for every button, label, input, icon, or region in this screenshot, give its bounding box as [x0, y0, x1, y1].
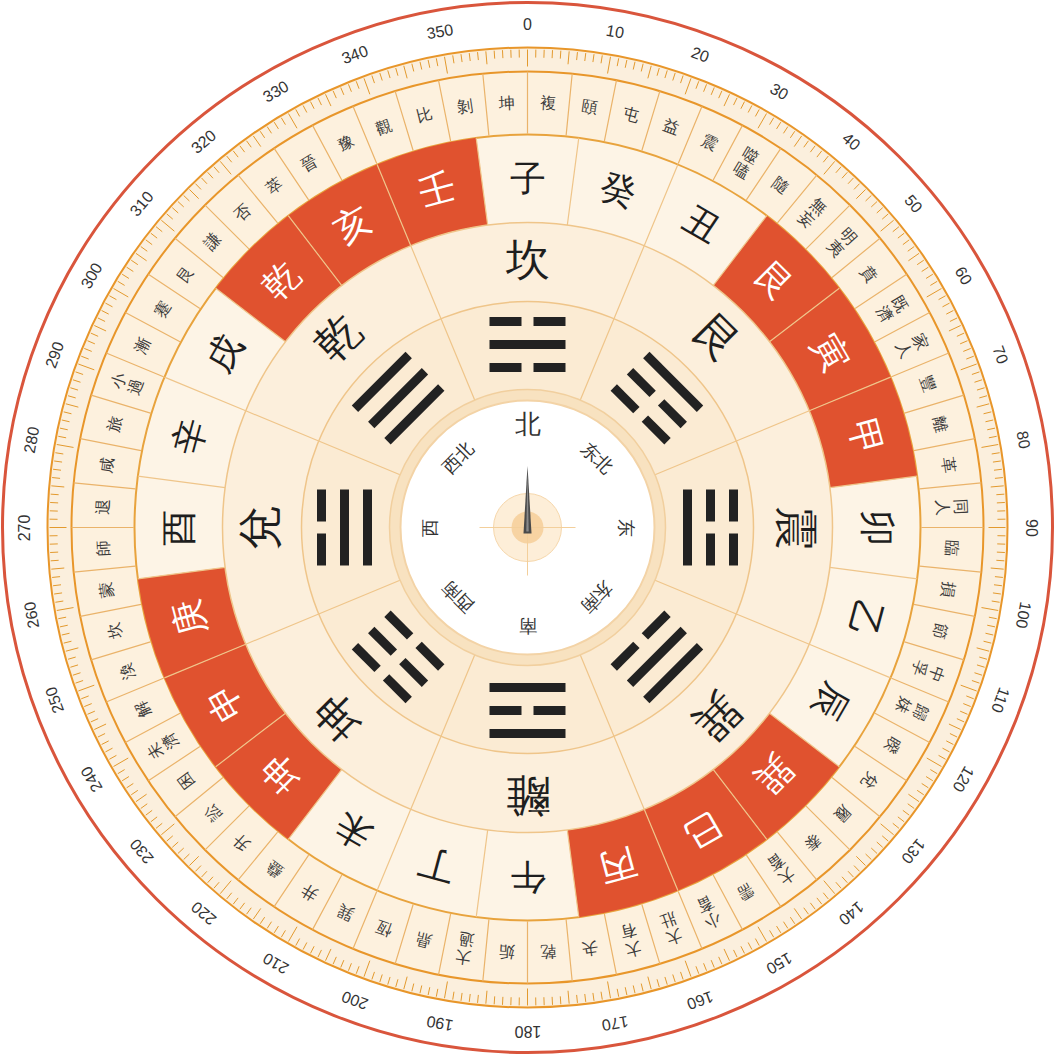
- needle-highlight: [526, 470, 528, 532]
- degree-number: 0: [523, 17, 532, 33]
- trigram-name: 離: [506, 774, 550, 818]
- trigram-symbol: [490, 317, 566, 372]
- hexagram-name: 咸: [97, 456, 117, 474]
- mountain-name: 子: [510, 161, 546, 197]
- solid-line: [490, 729, 566, 738]
- solid-line: [627, 627, 687, 687]
- trigram-symbol: [611, 352, 704, 445]
- hexagram-name: 剝: [456, 97, 474, 117]
- broken-line: [729, 490, 738, 522]
- broken-line: [399, 658, 428, 687]
- hexagram-name: 坤: [498, 94, 515, 112]
- trigram-symbol-ring: [302, 302, 754, 754]
- trigram-name: 震: [774, 506, 818, 550]
- trigram-name-dividers: [246, 246, 810, 810]
- broken-line: [706, 534, 715, 566]
- solid-line: [368, 368, 428, 428]
- solid-line: [490, 340, 566, 349]
- solid-line: [683, 490, 692, 566]
- trigram-symbol: [317, 490, 372, 566]
- broken-line: [383, 674, 412, 703]
- broken-line: [706, 490, 715, 522]
- compass-needle: [524, 466, 532, 534]
- degree-number: 90: [1023, 519, 1039, 537]
- solid-line: [363, 490, 372, 566]
- degree-number: 10: [605, 23, 625, 42]
- hexagram-name: 退: [94, 498, 112, 515]
- inner-band: [390, 390, 666, 666]
- broken-line: [490, 706, 522, 715]
- solid-line: [340, 490, 349, 566]
- broken-line: [534, 706, 566, 715]
- broken-line: [611, 642, 640, 671]
- hexagram-name: 同人: [934, 498, 970, 516]
- hexagram-name: 頤: [581, 97, 599, 117]
- broken-line: [490, 363, 522, 372]
- solid-line: [352, 352, 412, 412]
- broken-line: [317, 490, 326, 522]
- broken-line: [642, 415, 671, 444]
- degree-number: 180: [514, 1023, 541, 1039]
- broken-line: [642, 611, 671, 640]
- direction-label: 南: [519, 617, 537, 635]
- broken-line: [534, 363, 566, 372]
- broken-line: [384, 611, 413, 640]
- broken-line: [627, 368, 656, 397]
- tick-band: [48, 48, 1008, 1008]
- broken-line: [729, 534, 738, 566]
- hexagram-ring: [72, 72, 984, 984]
- solid-line: [384, 384, 444, 444]
- trigram-symbol: [490, 683, 566, 738]
- hexagram-name: 夬: [581, 938, 599, 958]
- solid-line: [490, 683, 566, 692]
- trigram-symbol: [352, 611, 445, 704]
- hexagram-name: 乾: [540, 943, 557, 961]
- broken-line: [658, 399, 687, 428]
- degree-number: 270: [17, 514, 33, 541]
- broken-line: [611, 384, 640, 413]
- trigram-symbol: [611, 611, 704, 704]
- broken-line: [534, 317, 566, 326]
- direction-label: 东: [617, 519, 635, 537]
- solid-line: [643, 352, 703, 412]
- solid-line: [643, 643, 703, 703]
- broken-line: [415, 642, 444, 671]
- trigram-symbol-dividers: [319, 319, 737, 737]
- trigram-symbol: [352, 352, 445, 445]
- hexagram-name: 損: [938, 581, 958, 599]
- degree-number: 190: [426, 1013, 455, 1033]
- outer-rim: [3, 3, 1053, 1053]
- mountain-name: 酉: [161, 510, 197, 546]
- hexagram-name: 蒙: [97, 581, 117, 599]
- mountain-ring: [135, 135, 921, 921]
- hexagram-name: 臨: [943, 540, 961, 557]
- center-disc: [401, 401, 655, 655]
- mountain-name: 午: [510, 859, 546, 895]
- broken-line: [317, 534, 326, 566]
- degree-number: 170: [600, 1013, 629, 1033]
- broken-line: [352, 643, 381, 672]
- hexagram-name: 複: [540, 94, 557, 112]
- trigram-name-ring: [223, 223, 833, 833]
- mountain-name: 卯: [859, 510, 895, 546]
- degree-number: 80: [1013, 430, 1032, 450]
- hexagram-name: 姤: [498, 943, 515, 961]
- trigram-symbol: [683, 490, 738, 566]
- degree-number: 100: [1013, 600, 1033, 629]
- degree-ticks: [50, 50, 1006, 1006]
- broken-line: [368, 627, 397, 656]
- direction-label: 北: [515, 411, 541, 437]
- direction-label: 西: [421, 519, 439, 537]
- trigram-name: 坎: [506, 238, 550, 282]
- hexagram-name: 師: [94, 540, 112, 557]
- mountain-dividers: [138, 138, 917, 917]
- trigram-name: 兌: [238, 506, 282, 550]
- hexagram-name: 革: [938, 456, 958, 474]
- hexagram-dividers: [72, 72, 984, 984]
- broken-line: [490, 317, 522, 326]
